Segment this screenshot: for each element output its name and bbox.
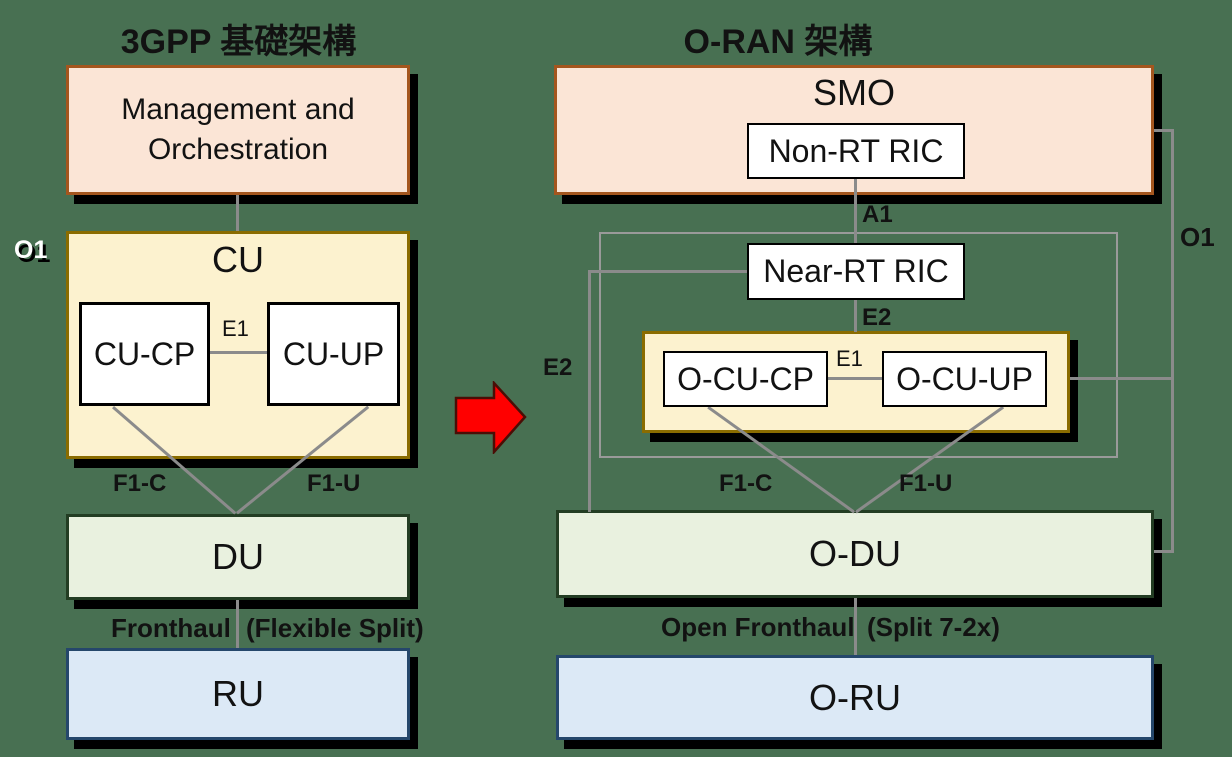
e2-line-vertical: [588, 270, 591, 512]
o-du-label: O-DU: [809, 533, 901, 574]
cu-cp-box: CU-CP: [79, 302, 210, 406]
e1-interface-label-left: E1: [222, 316, 249, 341]
cu-box-label: CU: [212, 239, 264, 280]
o1-tap-line: [1070, 377, 1174, 380]
a1-interface-label: A1: [862, 201, 893, 228]
f1u-interface-label-left: F1-U: [307, 470, 361, 497]
o1-line-top-horizontal: [1154, 129, 1174, 132]
fronthaul-note-left: (Flexible Split): [246, 613, 424, 643]
cu-up-label: CU-UP: [282, 335, 385, 372]
e2-line-horizontal: [588, 270, 747, 273]
fronthaul-note-right: (Split 7-2x): [867, 612, 1000, 642]
ru-box: RU: [66, 648, 410, 740]
smo-label: SMO: [812, 72, 895, 113]
mo-cu-connector-line: [236, 195, 239, 231]
left-diagram-title: 3GPP 基礎架構: [120, 23, 357, 61]
fronthaul-label-right: Open Fronthaul: [661, 612, 855, 642]
management-orchestration-label: Management and Orchestration: [121, 92, 355, 167]
o-cu-cp-box: O-CU-CP: [663, 351, 828, 407]
management-orchestration-box: Management and Orchestration: [66, 65, 410, 195]
f1c-interface-label-left: F1-C: [113, 470, 167, 497]
fronthaul-label-left: Fronthaul: [111, 613, 231, 643]
o1-interface-label-left: O1: [14, 236, 48, 264]
non-rt-ric-box: Non-RT RIC: [747, 123, 965, 179]
near-rt-ric-box: Near-RT RIC: [747, 243, 965, 300]
o-du-box: O-DU: [556, 510, 1154, 598]
near-rt-ric-domain-outline: [599, 232, 1118, 458]
e2-connector-line-mid: [854, 300, 857, 332]
near-rt-ric-label: Near-RT RIC: [763, 253, 949, 289]
o1-interface-label-right: O1: [1180, 222, 1215, 252]
a1-connector-line: [854, 179, 857, 243]
du-label: DU: [212, 536, 264, 577]
e1-interface-label-right: E1: [836, 346, 863, 371]
du-box: DU: [66, 514, 410, 600]
ru-label: RU: [212, 673, 264, 714]
o-cu-up-label: O-CU-UP: [896, 360, 1033, 397]
transform-arrow-icon: [454, 381, 527, 454]
o1-line-vertical: [1171, 129, 1174, 553]
f1u-interface-label-right: F1-U: [899, 470, 953, 497]
o1-line-bottom-horizontal: [1154, 550, 1174, 553]
o-du-o-ru-connector-line: [854, 598, 857, 655]
non-rt-ric-label: Non-RT RIC: [768, 132, 944, 169]
o-ru-label: O-RU: [809, 676, 901, 718]
o-cu-cp-label: O-CU-CP: [677, 360, 814, 397]
f1c-interface-label-right: F1-C: [719, 470, 773, 497]
o-ru-box: O-RU: [556, 655, 1154, 740]
cu-cp-label: CU-CP: [93, 335, 196, 372]
o-cu-up-box: O-CU-UP: [882, 351, 1047, 407]
e1-connector-line-right: [828, 377, 882, 380]
e2-interface-label-mid: E2: [862, 304, 892, 331]
right-diagram-title: O-RAN 架構: [683, 23, 873, 61]
cu-up-box: CU-UP: [267, 302, 400, 406]
e1-connector-line-left: [210, 351, 267, 354]
e2-interface-label-left: E2: [543, 354, 573, 381]
du-ru-connector-line: [236, 600, 239, 648]
